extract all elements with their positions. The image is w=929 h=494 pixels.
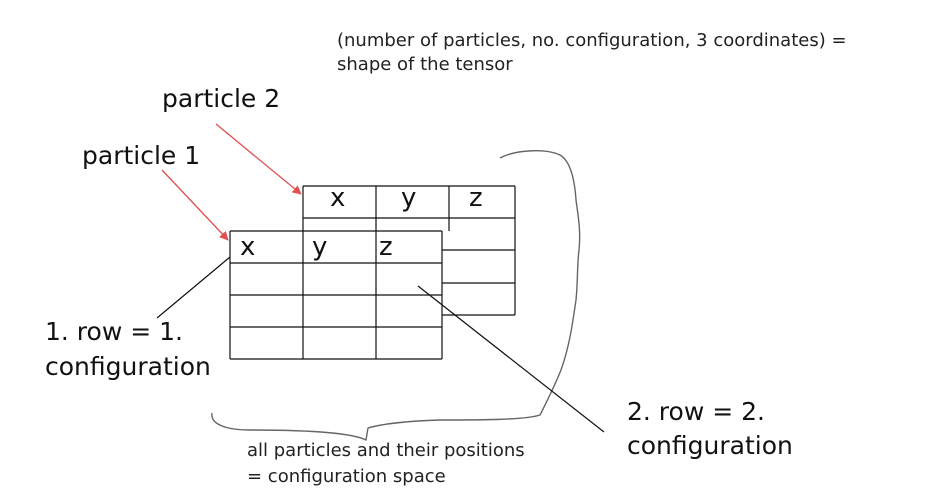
pointer-row-2 xyxy=(417,285,605,433)
back-header-y: y xyxy=(401,183,417,213)
row-2-label-line2: configuration xyxy=(627,431,793,460)
configuration-space-outline xyxy=(211,150,581,441)
configuration-space-line1: all particles and their positions xyxy=(247,440,525,461)
tensor-shape-note-line1: (number of particles, no. configuration,… xyxy=(337,30,847,51)
table-particle-1 xyxy=(229,230,443,360)
tensor-shape-note-line2: shape of the tensor xyxy=(337,54,513,75)
configuration-space-line2: = configuration space xyxy=(247,466,446,487)
pointer-row-1 xyxy=(156,256,231,319)
arrow-particle-2 xyxy=(215,123,302,195)
front-header-y: y xyxy=(312,232,328,262)
back-header-x: x xyxy=(330,183,346,213)
row-1-label-line2: configuration xyxy=(45,352,211,381)
front-header-z: z xyxy=(379,232,393,262)
arrow-particle-1 xyxy=(161,169,229,241)
front-header-x: x xyxy=(240,232,256,262)
particle-2-label: particle 2 xyxy=(162,84,281,113)
row-2-label-line1: 2. row = 2. xyxy=(627,397,765,426)
particle-1-label: particle 1 xyxy=(82,141,201,170)
row-1-label-line1: 1. row = 1. xyxy=(45,317,183,346)
back-header-z: z xyxy=(469,183,483,213)
